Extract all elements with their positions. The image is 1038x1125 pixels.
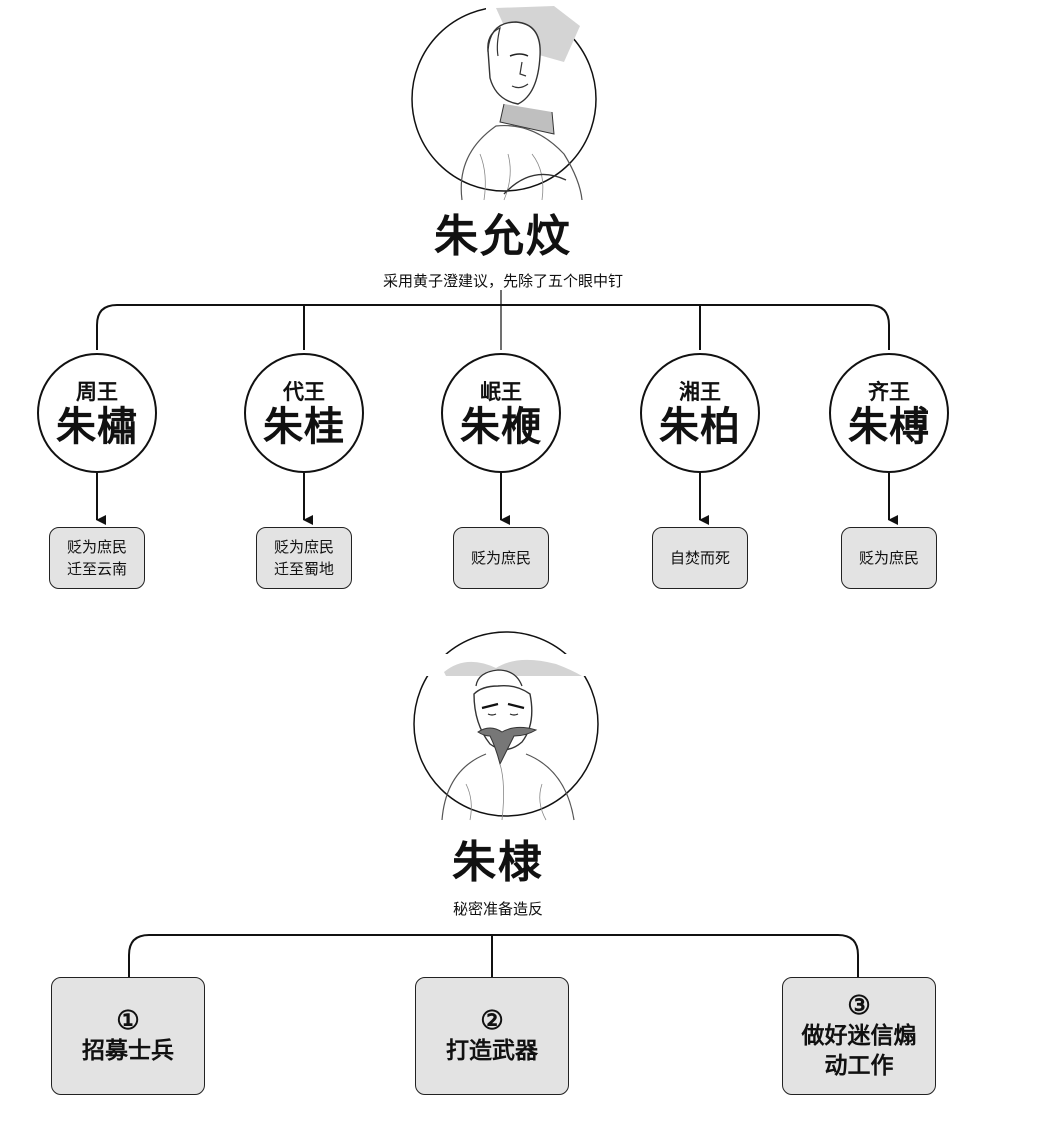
prince-name: 朱橚 (56, 403, 138, 450)
emperor-branch-bus (96, 304, 890, 350)
emperor-name: 朱允炆 (434, 211, 572, 262)
prince-node-xiang: 湘王 朱柏 (640, 353, 760, 473)
prince-title: 周王 (76, 379, 118, 404)
step-box-recruit: ① 招募士兵 (51, 977, 205, 1095)
rebel-name: 朱棣 (452, 837, 544, 888)
fate-text: 贬为庶民 迁至蜀地 (273, 538, 334, 578)
prince-title: 代王 (283, 379, 325, 404)
prince-node-qi: 齐王 朱榑 (829, 353, 949, 473)
step-label: 招募士兵 (82, 1037, 174, 1064)
emperor-subtitle: 采用黄子澄建议，先除了五个眼中钉 (382, 272, 623, 290)
fate-box: 自焚而死 (652, 527, 748, 589)
step-label: 打造武器 (446, 1037, 538, 1064)
step-box-weapons: ② 打造武器 (415, 977, 569, 1095)
fate-box: 贬为庶民 (453, 527, 549, 589)
step-number: ② (480, 1006, 504, 1036)
fate-text: 贬为庶民 (470, 549, 531, 567)
prince-node-zhou: 周王 朱橚 (37, 353, 157, 473)
emperor-portrait-icon (411, 4, 597, 201)
fate-text: 贬为庶民 (858, 549, 919, 567)
prince-title: 齐王 (868, 379, 910, 404)
prince-node-min: 岷王 朱楩 (441, 353, 561, 473)
step-box-propaganda: ③ 做好迷信煽 动工作 (782, 977, 936, 1095)
prince-name: 朱榑 (848, 403, 930, 450)
step-number: ① (116, 1006, 140, 1036)
step-label: 做好迷信煽 动工作 (801, 1022, 917, 1079)
rebel-branch-bus (128, 934, 859, 977)
prince-name: 朱桂 (263, 403, 345, 450)
fate-text: 贬为庶民 迁至云南 (66, 538, 127, 578)
step-number: ③ (847, 991, 871, 1021)
prince-node-dai: 代王 朱桂 (244, 353, 364, 473)
fate-box: 贬为庶民 迁至云南 (49, 527, 145, 589)
prince-title: 岷王 (480, 379, 522, 404)
rebel-subtitle: 秘密准备造反 (452, 900, 543, 918)
rebel-portrait-icon (413, 631, 599, 821)
fate-box: 贬为庶民 迁至蜀地 (256, 527, 352, 589)
fate-box: 贬为庶民 (841, 527, 937, 589)
prince-name: 朱楩 (460, 403, 542, 450)
fate-text: 自焚而死 (669, 549, 730, 567)
prince-name: 朱柏 (659, 403, 741, 450)
prince-title: 湘王 (679, 379, 721, 404)
